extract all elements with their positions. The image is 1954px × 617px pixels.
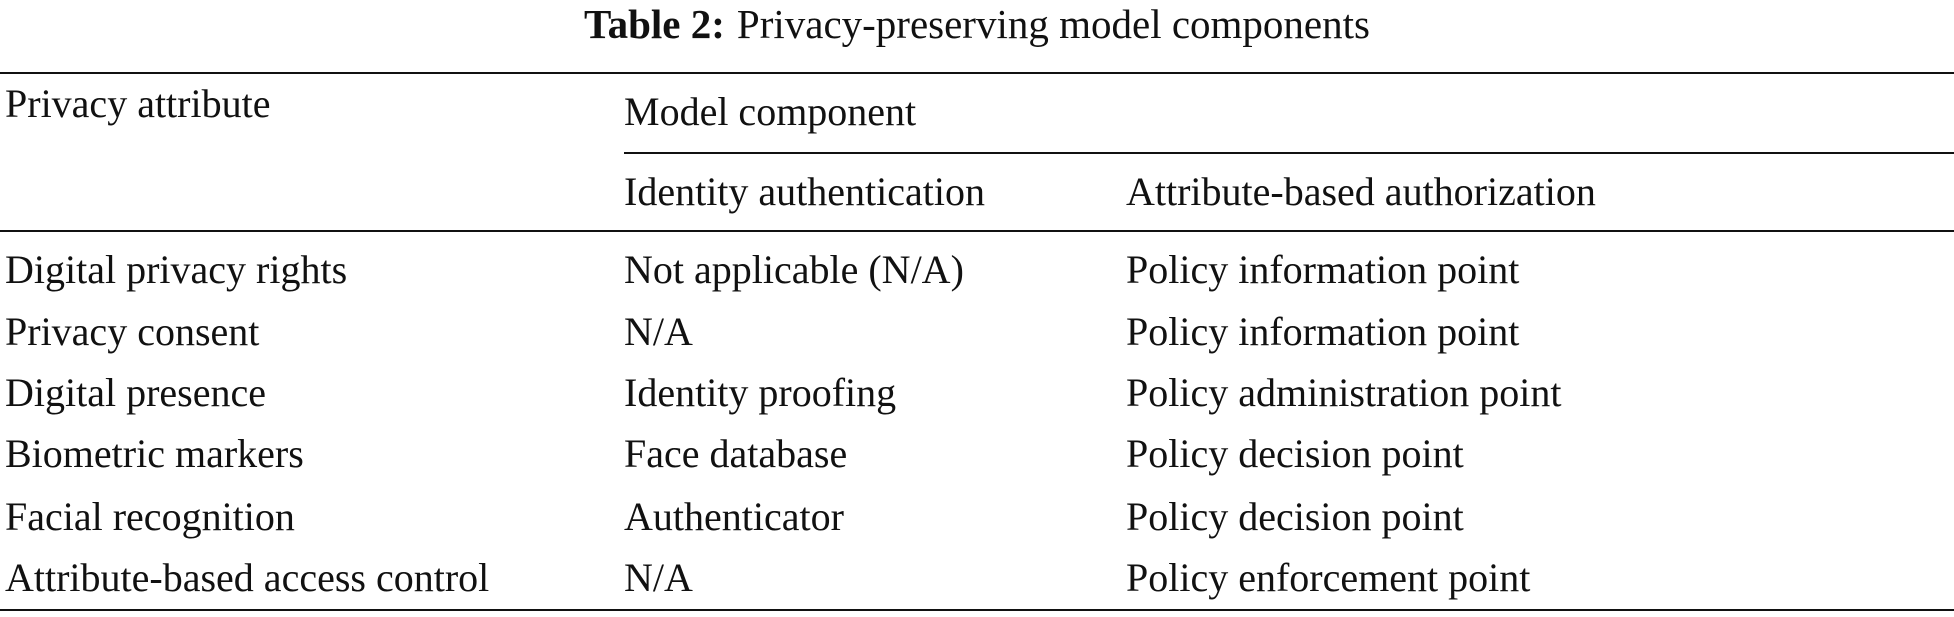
row-authorization-cell: Policy decision point (1126, 431, 1464, 476)
header-bottom-rule (0, 230, 1954, 232)
group-header: Model component (624, 89, 917, 134)
group-header-rule (624, 152, 1954, 154)
row-attribute-cell: Attribute-based access control (5, 555, 490, 600)
table-bottom-rule (0, 609, 1954, 611)
row-identity-cell: Authenticator (624, 494, 844, 539)
row-attribute-cell: Privacy consent (5, 309, 260, 354)
table-caption-label: Table 2: (584, 1, 725, 47)
row-identity-cell: Face database (624, 431, 848, 476)
column-header-identity-authentication: Identity authentication (624, 169, 985, 214)
table-top-rule (0, 72, 1954, 74)
row-identity-cell: N/A (624, 555, 693, 600)
row-attribute-cell: Biometric markers (5, 431, 304, 476)
table-caption-title: Privacy-preserving model components (736, 1, 1370, 47)
row-authorization-cell: Policy information point (1126, 247, 1520, 292)
row-identity-cell: N/A (624, 309, 693, 354)
row-authorization-cell: Policy decision point (1126, 494, 1464, 539)
table-caption: Table 2:Privacy-preserving model compone… (0, 0, 1954, 48)
column-header-attribute-based-authorization: Attribute-based authorization (1126, 169, 1596, 214)
row-attribute-cell: Digital privacy rights (5, 247, 348, 292)
row-attribute-cell: Digital presence (5, 370, 266, 415)
row-attribute-cell: Facial recognition (5, 494, 295, 539)
stub-header: Privacy attribute (5, 81, 271, 126)
row-identity-cell: Identity proofing (624, 370, 897, 415)
row-identity-cell: Not applicable (N/A) (624, 247, 964, 292)
row-authorization-cell: Policy administration point (1126, 370, 1562, 415)
row-authorization-cell: Policy enforcement point (1126, 555, 1531, 600)
row-authorization-cell: Policy information point (1126, 309, 1520, 354)
